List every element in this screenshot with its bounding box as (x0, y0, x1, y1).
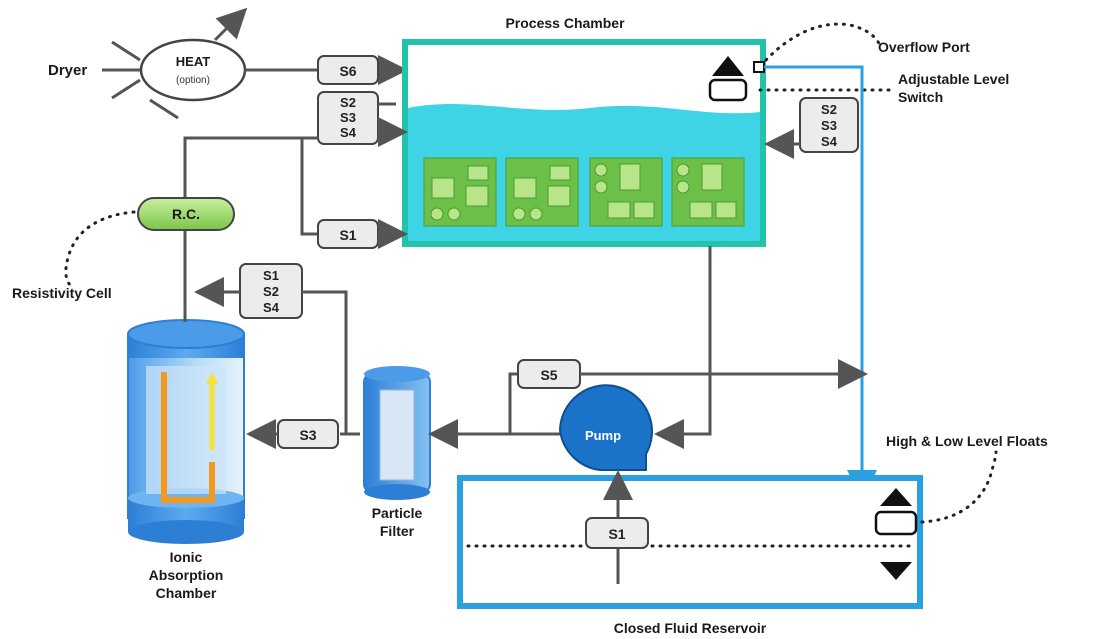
valve-s4-left-label: S4 (340, 125, 357, 140)
level-float[interactable] (874, 510, 918, 536)
closed-fluid-reservoir (457, 475, 923, 609)
overflow-port-leader (764, 22, 882, 62)
resistivity-cell-label: Resistivity Cell (12, 285, 112, 301)
circuit-board-2 (505, 157, 579, 227)
low-float-icon (880, 562, 912, 580)
filter-to-ionic-valve-pipe (302, 290, 348, 434)
dryer-label: Dryer (48, 62, 87, 79)
floats-leader (920, 450, 998, 524)
adjustable-level-switch[interactable] (708, 78, 748, 102)
valve-s2-left-label: S2 (340, 95, 356, 110)
rc-to-valve-pipe (183, 136, 318, 312)
valve-s4-right-label: S4 (821, 134, 838, 149)
heat-unit (139, 38, 247, 102)
overflow-triangle-icon (712, 56, 744, 76)
valve-s2-ionic-label: S2 (263, 284, 279, 299)
valve-s5-label: S5 (540, 367, 557, 383)
particle-filter (363, 366, 431, 500)
adjustable-level-label-2: Switch (898, 89, 943, 105)
reservoir-label: Closed Fluid Reservoir (614, 620, 767, 636)
ionic-absorption-chamber (127, 312, 245, 544)
pump[interactable] (558, 384, 653, 471)
heat-exhaust-arrow (213, 7, 248, 42)
circuit-board-3 (589, 157, 663, 227)
valve-s1-ionic-label: S1 (263, 268, 279, 283)
filter-label-2: Filter (380, 523, 415, 539)
overflow-port-label: Overflow Port (878, 39, 970, 55)
valve-s1-reservoir[interactable] (585, 517, 649, 549)
pump-label: Pump (585, 428, 621, 443)
heat-option-label: (option) (176, 75, 210, 86)
valve-group-s2-s3-s4-right[interactable] (799, 97, 859, 153)
valve-s1-chamber-label: S1 (339, 227, 356, 243)
rc-label: R.C. (172, 206, 200, 222)
high-float-icon (880, 488, 912, 506)
heat-lead-top (111, 40, 141, 62)
branch-to-s1-pipe (300, 138, 318, 236)
floats-label: High & Low Level Floats (886, 433, 1048, 449)
valve-s3-filter-label: S3 (299, 427, 316, 443)
resistivity-cell (137, 197, 235, 231)
ionic-label-2: Absorption (149, 567, 224, 583)
circuit-board-4 (671, 157, 745, 227)
valve-s2-right-label: S2 (821, 102, 837, 117)
circuit-board-1 (423, 157, 497, 227)
overflow-return-line (764, 65, 877, 500)
pump-branch-to-s5 (508, 372, 518, 434)
valve-s6-label: S6 (339, 63, 356, 79)
ionic-label-3: Chamber (156, 585, 217, 601)
ionic-label-1: Ionic (170, 549, 203, 565)
valve-s4-ionic-label: S4 (263, 300, 280, 315)
heat-lead-bottom (111, 78, 141, 100)
filter-label-1: Particle (372, 505, 423, 521)
overflow-port (753, 61, 765, 73)
heat-lead-exit (149, 98, 179, 120)
valve-s6[interactable] (317, 55, 379, 85)
adjustable-level-label-1: Adjustable Level (898, 71, 1009, 87)
resistivity-cell-leader (64, 210, 136, 287)
heat-label: HEAT (176, 54, 210, 69)
process-chamber-label: Process Chamber (505, 15, 625, 31)
valve-s3-right-label: S3 (821, 118, 837, 133)
chamber-drain-to-pump-arrow (654, 246, 712, 449)
valve-s1-reservoir-label: S1 (608, 526, 625, 542)
valve-s3-left-label: S3 (340, 110, 356, 125)
